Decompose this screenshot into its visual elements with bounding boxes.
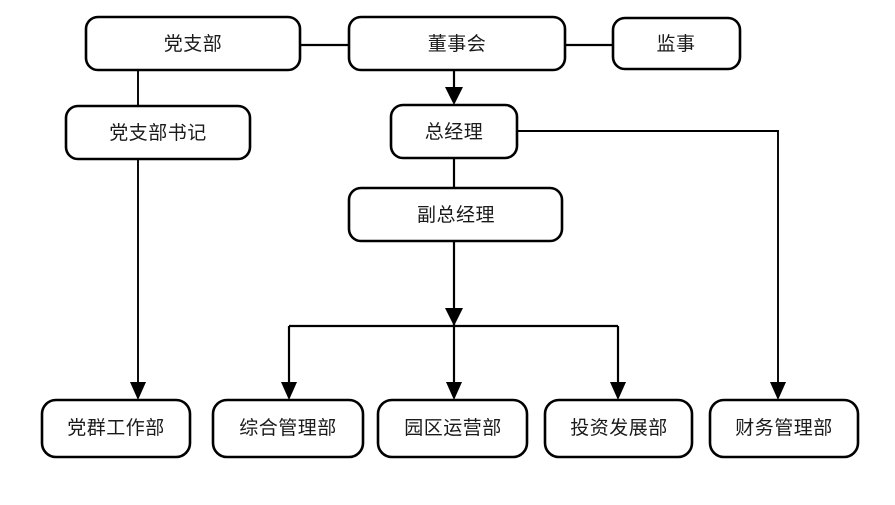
arrowhead-park-operations-dept (446, 382, 462, 400)
arrowhead-deputy-gm-bus (445, 308, 463, 326)
node-investment-dept-box[interactable] (543, 398, 694, 459)
node-board-of-directors[interactable]: 董事会 (347, 15, 567, 72)
node-party-secretary-label: 党支部书记 (109, 122, 207, 144)
node-supervisor-label: 监事 (656, 33, 695, 55)
arrowhead-general-admin-dept (281, 382, 297, 400)
node-party-branch-box[interactable] (84, 15, 302, 72)
node-general-manager-label: 总经理 (425, 121, 484, 143)
node-deputy-gm-box[interactable] (347, 186, 564, 243)
node-general-admin-dept-label: 综合管理部 (239, 417, 337, 439)
node-party-branch-label: 党支部 (164, 33, 223, 55)
node-finance-dept-box[interactable] (708, 398, 860, 459)
node-investment-dept[interactable]: 投资发展部 (543, 398, 694, 459)
node-party-secretary[interactable]: 党支部书记 (64, 104, 252, 161)
node-deputy-gm[interactable]: 副总经理 (347, 186, 564, 243)
node-party-work-dept[interactable]: 党群工作部 (40, 398, 192, 459)
node-party-work-dept-box[interactable] (40, 398, 192, 459)
arrowhead-finance-dept (770, 382, 786, 400)
connector-general-manager-to-finance-dept (517, 130, 779, 390)
node-general-admin-dept[interactable]: 综合管理部 (211, 398, 365, 459)
node-party-branch[interactable]: 党支部 (84, 15, 302, 72)
arrowhead-investment-dept (610, 382, 626, 400)
node-supervisor[interactable]: 监事 (611, 16, 742, 71)
node-finance-dept-label: 财务管理部 (735, 417, 833, 439)
node-park-operations-dept-label: 园区运营部 (404, 417, 502, 439)
node-park-operations-dept[interactable]: 园区运营部 (376, 398, 529, 459)
node-board-of-directors-label: 董事会 (428, 33, 487, 55)
node-general-manager-box[interactable] (389, 103, 519, 160)
node-general-manager[interactable]: 总经理 (389, 103, 519, 160)
node-supervisor-box[interactable] (611, 16, 742, 71)
node-park-operations-dept-box[interactable] (376, 398, 529, 459)
arrowhead-party-work-dept (130, 382, 146, 400)
node-deputy-gm-label: 副总经理 (417, 204, 495, 226)
node-party-work-dept-label: 党群工作部 (67, 417, 165, 439)
node-party-secretary-box[interactable] (64, 104, 252, 161)
node-finance-dept[interactable]: 财务管理部 (708, 398, 860, 459)
node-investment-dept-label: 投资发展部 (570, 417, 668, 439)
node-board-of-directors-box[interactable] (347, 15, 567, 72)
arrowhead-general-manager (445, 87, 463, 105)
node-general-admin-dept-box[interactable] (211, 398, 365, 459)
